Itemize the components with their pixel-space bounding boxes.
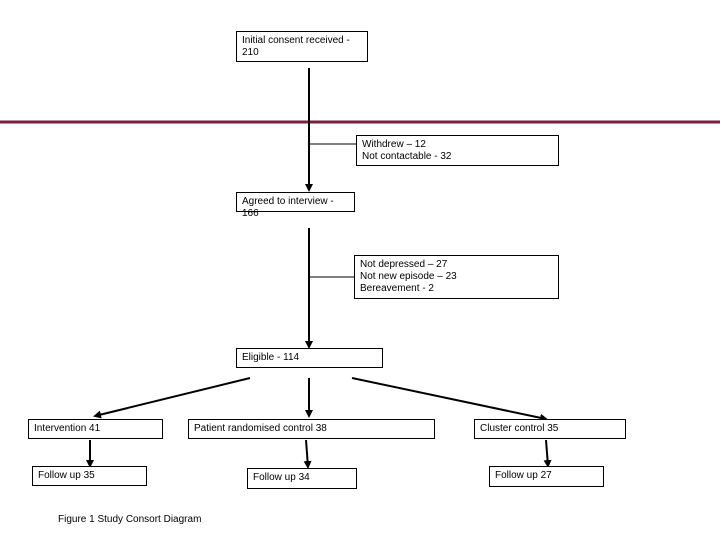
arrow-eligible-to-intervention (93, 377, 251, 419)
arrow-eligible-to-cluster (351, 377, 548, 422)
box-cluster-control: Cluster control 35 (474, 419, 626, 439)
box-eligible: Eligible - 114 (236, 348, 383, 368)
box-followup-intervention: Follow up 35 (32, 466, 147, 486)
box-followup-cluster: Follow up 27 (489, 466, 604, 487)
box-followup-randomised: Follow up 34 (247, 468, 357, 489)
box-initial-consent: Initial consent received - 210 (236, 31, 368, 62)
figure-caption: Figure 1 Study Consort Diagram (58, 514, 202, 525)
arrow-cluster-followup (543, 439, 552, 468)
box-excluded-withdrew: Withdrew – 12 Not contactable - 32 (356, 135, 559, 166)
box-randomised-control: Patient randomised control 38 (188, 419, 435, 439)
box-agreed-interview: Agreed to interview - 166 (236, 192, 355, 219)
box-intervention: Intervention 41 (28, 419, 163, 439)
box-excluded-not-depressed: Not depressed – 27 Not new episode – 23 … (354, 255, 559, 299)
arrow-randomised-followup (303, 439, 312, 469)
